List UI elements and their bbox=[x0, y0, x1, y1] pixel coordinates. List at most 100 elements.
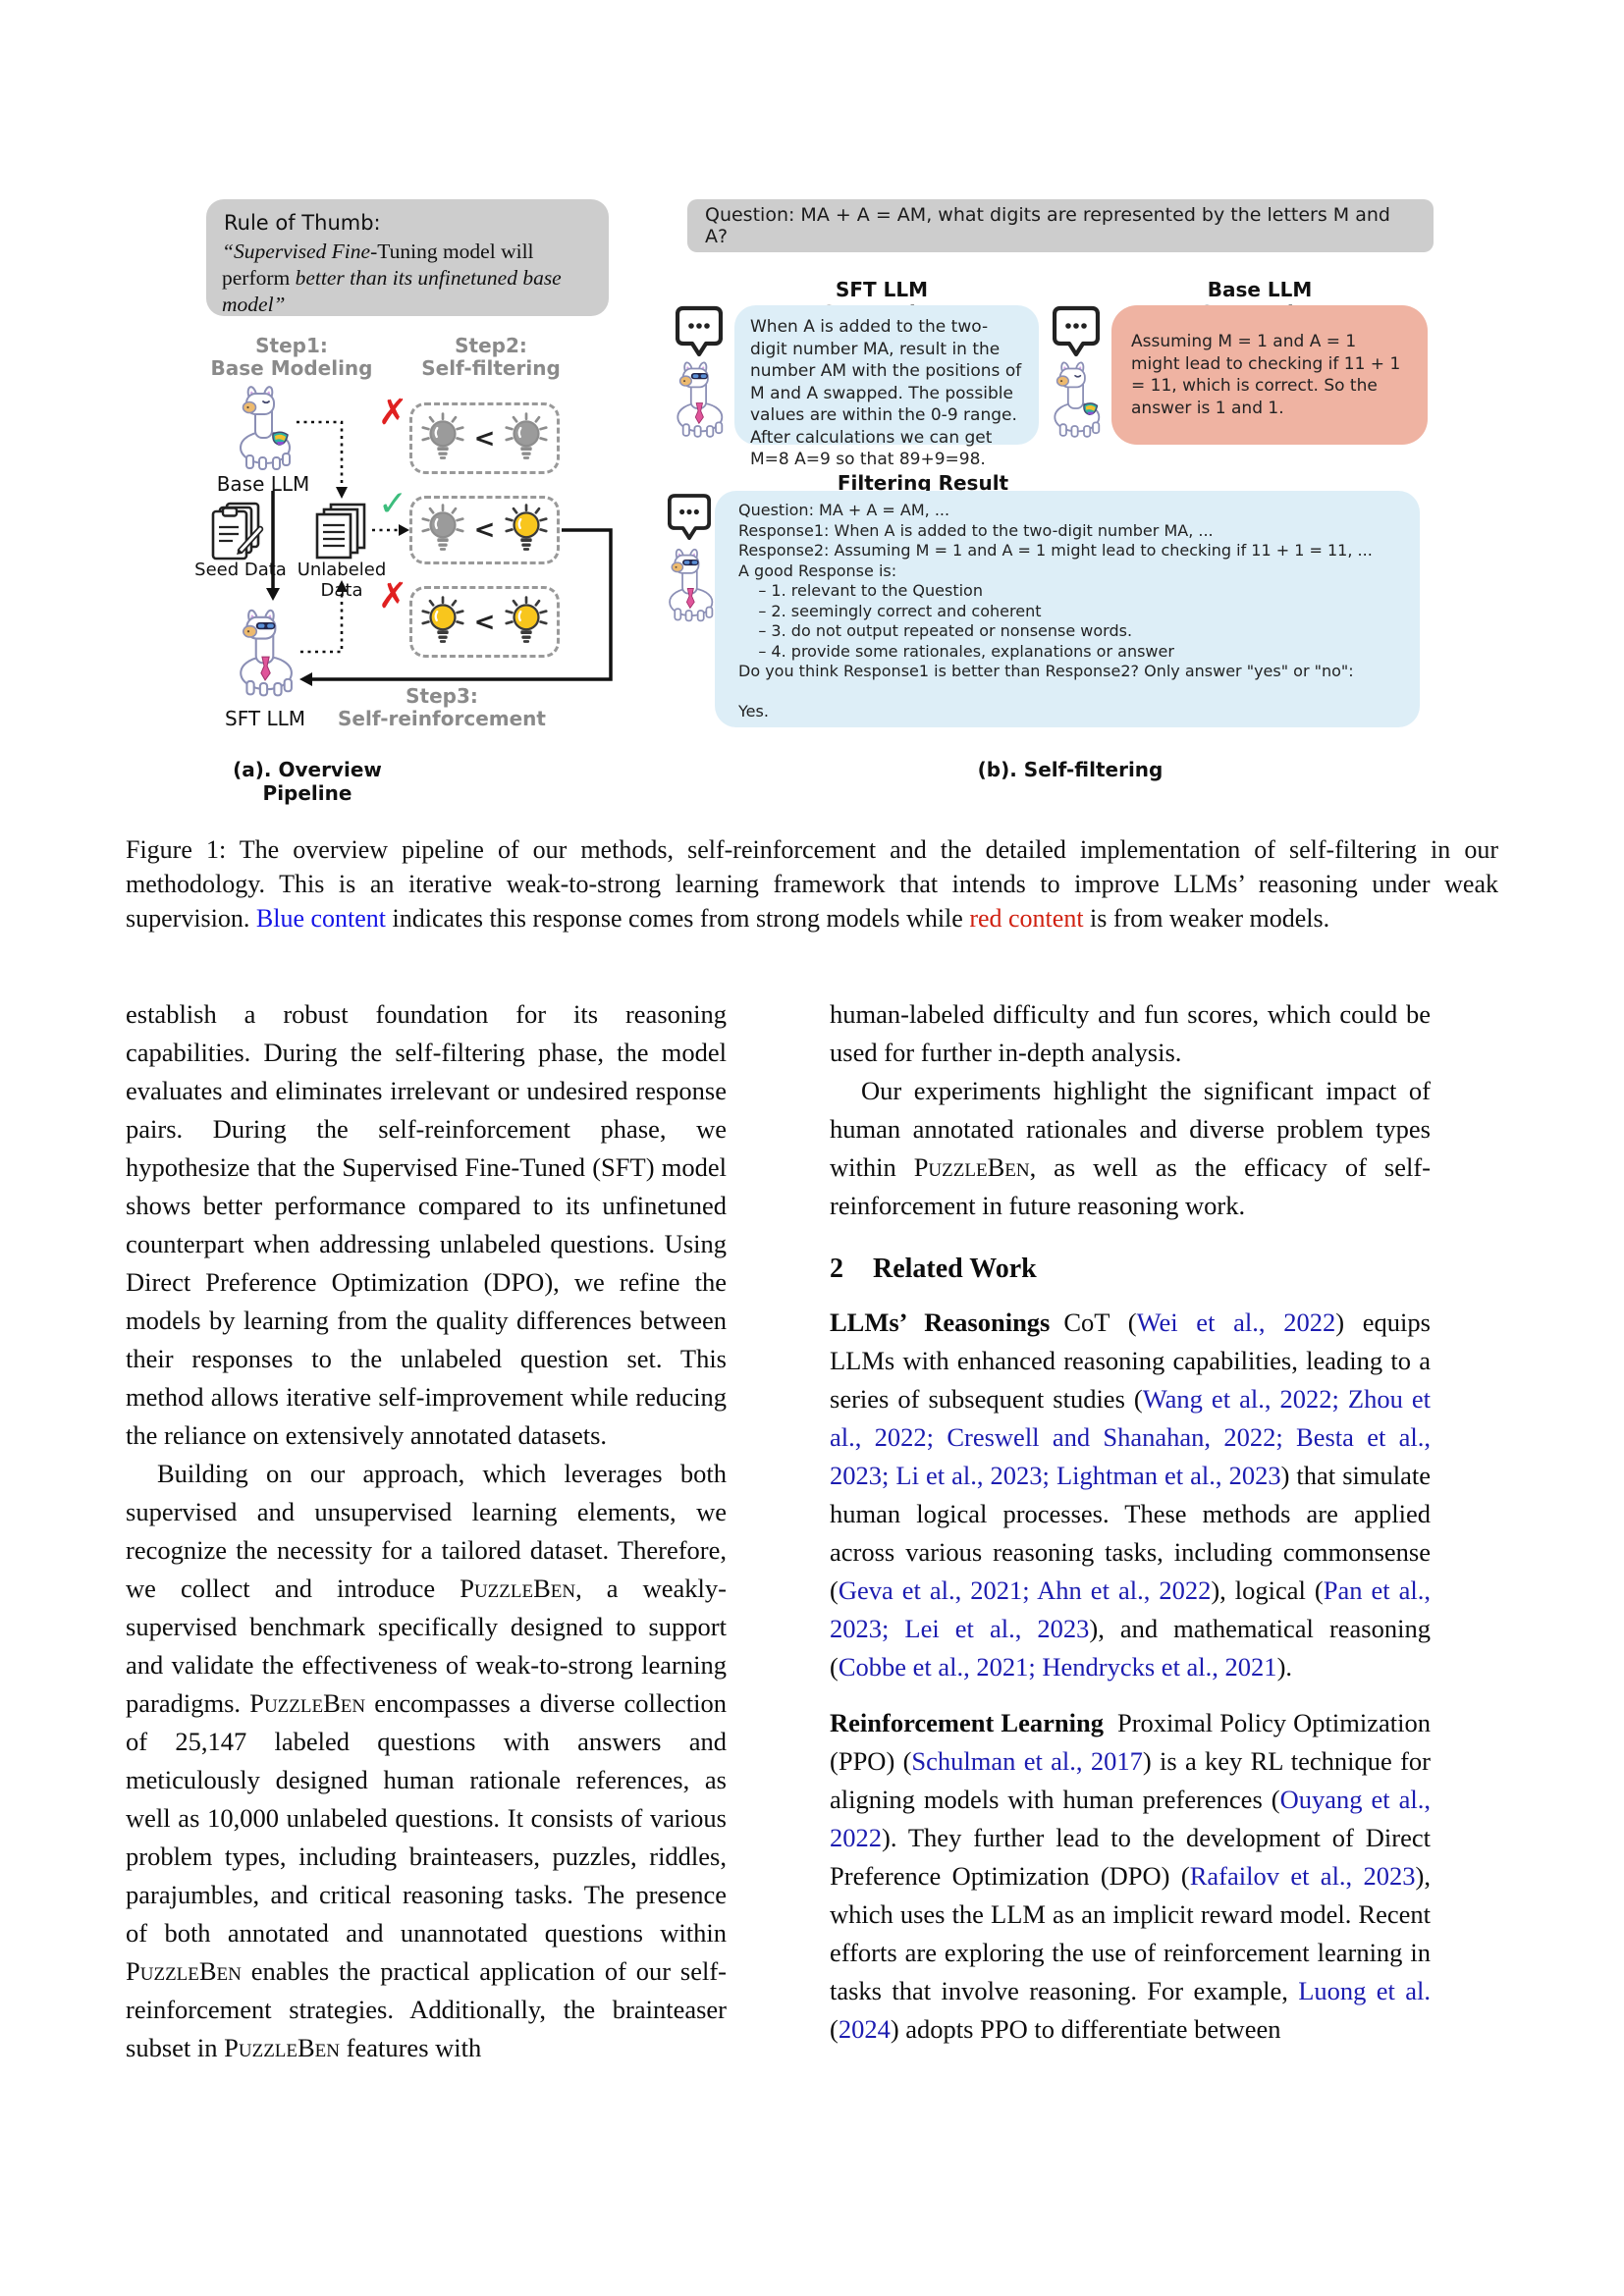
text-segment: ), which uses the LLM as an implicit rew… bbox=[830, 1861, 1431, 2005]
base-generation-bubble: Assuming M = 1 and A = 1 might lead to c… bbox=[1111, 305, 1428, 445]
text-segment: features with bbox=[340, 2033, 482, 2062]
citation-link[interactable]: Wang et al., 2022; Zhou et al., 2022; Cr… bbox=[830, 1384, 1431, 1490]
text-segment: Blue content bbox=[255, 904, 387, 933]
text-segment: PuzzleBen bbox=[460, 1574, 576, 1603]
section-heading-related-work: 2 Related Work bbox=[830, 1253, 1431, 1286]
rule-of-thumb-quote: “Supervised Fine-Tuning model will perfo… bbox=[222, 239, 593, 318]
citation-link[interactable]: 2024 bbox=[838, 2014, 891, 2044]
text-segment: Proximal Policy Optimization (PPO) ( bbox=[830, 1708, 1431, 1776]
step1-line1: Step1: bbox=[255, 334, 328, 357]
text-segment: PuzzleBen bbox=[913, 1152, 1030, 1182]
panel-b-caption: (b). Self-filtering bbox=[977, 758, 1164, 781]
comparison-box-3: < bbox=[409, 586, 560, 658]
filter-line bbox=[738, 682, 1396, 703]
citation-link[interactable]: Rafailov et al., 2023 bbox=[1189, 1861, 1416, 1891]
text-segment: CoT ( bbox=[1063, 1308, 1137, 1337]
unlabeled-data-icon bbox=[315, 503, 370, 561]
paragraph: establish a robust foundation for its re… bbox=[126, 995, 727, 1455]
cross-mark-icon: ✗ bbox=[378, 576, 408, 616]
text-segment: red content bbox=[969, 904, 1084, 933]
text-segment: -Tuning model will perform bbox=[222, 240, 534, 290]
question-bar: Question: MA + A = AM, what digits are r… bbox=[687, 199, 1434, 252]
text-segment: “Supervised Fine bbox=[222, 240, 371, 263]
step2-line2: Self-filtering bbox=[421, 356, 561, 380]
citation-link[interactable]: Luong et al. bbox=[1298, 1976, 1431, 2005]
base-generation-text: Assuming M = 1 and A = 1 might lead to c… bbox=[1131, 332, 1401, 418]
text-segment: enables the practical application of our… bbox=[126, 1956, 727, 2062]
text-segment: ). They further lead to the development … bbox=[830, 1823, 1431, 1891]
text-segment: Reinforcement Learning bbox=[830, 1708, 1104, 1737]
speech-dots-icon bbox=[676, 305, 723, 358]
speech-dots-icon bbox=[668, 493, 711, 542]
paragraph: LLMs’ Reasonings CoT (Wei et al., 2022) e… bbox=[830, 1304, 1431, 1686]
base-llm-llama-icon bbox=[234, 385, 293, 471]
less-than-sign: < bbox=[473, 607, 496, 637]
step1-label: Step1: Base Modeling bbox=[203, 335, 380, 380]
check-mark-icon: ✓ bbox=[378, 484, 408, 524]
seed-data-icon bbox=[211, 502, 272, 562]
sft-generation-bubble: When A is added to the two-digit number … bbox=[734, 305, 1039, 469]
body-right-column: human-labeled difficulty and fun scores,… bbox=[830, 995, 1431, 2049]
text-segment: LLMs’ Reasonings bbox=[830, 1308, 1051, 1337]
lightbulb-gray-icon bbox=[420, 504, 465, 557]
sft-llm-label: SFT LLM bbox=[225, 707, 305, 730]
text-segment: Figure 1: The overview pipeline of our m… bbox=[126, 835, 1498, 933]
text-segment: Our experiments highlight the significan… bbox=[830, 1076, 1431, 1182]
text-segment: ) equips LLMs with enhanced reasoning ca… bbox=[830, 1308, 1431, 1414]
step2-label: Step2: Self-filtering bbox=[403, 335, 579, 380]
text-segment: Building on our approach, which leverage… bbox=[126, 1459, 727, 1603]
cross-mark-icon: ✗ bbox=[378, 393, 408, 433]
text-segment: ), and mathematical reasoning ( bbox=[830, 1614, 1431, 1682]
citation-link[interactable]: Schulman et al., 2017 bbox=[911, 1746, 1143, 1776]
text-segment: ), logical ( bbox=[1211, 1575, 1324, 1605]
less-than-sign: < bbox=[473, 423, 496, 454]
step3-line1: Step3: bbox=[406, 684, 478, 708]
step3-label: Step3: Self-reinforcement bbox=[324, 685, 560, 730]
text-segment: ) adopts PPO to differentiate between bbox=[890, 2014, 1281, 2044]
paragraph: Our experiments highlight the significan… bbox=[830, 1072, 1431, 1225]
step1-line2: Base Modeling bbox=[210, 356, 373, 380]
citation-link[interactable]: Pan et al., 2023; Lei et al., 2023 bbox=[830, 1575, 1431, 1643]
citation-link[interactable]: Geva et al., 2021; Ahn et al., 2022 bbox=[838, 1575, 1212, 1605]
text-segment: indicates this response comes from stron… bbox=[386, 904, 970, 933]
section-number: 2 bbox=[830, 1254, 843, 1284]
text-segment: ( bbox=[830, 2014, 839, 2044]
figure-caption: Figure 1: The overview pipeline of our m… bbox=[126, 832, 1498, 935]
lightbulb-yellow-icon bbox=[504, 596, 549, 649]
text-segment: better than its unfinetuned base model” bbox=[222, 266, 562, 316]
citation-link[interactable]: Ouyang et al., 2022 bbox=[830, 1785, 1432, 1852]
text-segment: ). bbox=[1276, 1652, 1293, 1682]
body-left-column: establish a robust foundation for its re… bbox=[126, 995, 727, 2067]
text-segment: human-labeled difficulty and fun scores,… bbox=[830, 999, 1431, 1067]
lightbulb-yellow-icon bbox=[420, 596, 465, 649]
filter-line: A good Response is: bbox=[738, 561, 897, 580]
text-segment: establish a robust foundation for its re… bbox=[126, 999, 727, 1450]
filter-line: – 3. do not output repeated or nonsense … bbox=[738, 621, 1133, 640]
rule-of-thumb-box: Rule of Thumb: “Supervised Fine-Tuning m… bbox=[206, 199, 609, 316]
sft-llm-llama-icon bbox=[672, 359, 725, 440]
text-segment: PuzzleBen bbox=[249, 1688, 366, 1718]
section-title: Related Work bbox=[873, 1254, 1037, 1284]
filter-line: Yes. bbox=[738, 702, 769, 721]
lightbulb-yellow-icon bbox=[504, 504, 549, 557]
text-segment: , as well as the efficacy of self-reinfo… bbox=[830, 1152, 1431, 1220]
citation-link[interactable]: Wei et al., 2022 bbox=[1136, 1308, 1336, 1337]
text-segment: encompasses a diverse collection of 25,1… bbox=[126, 1688, 728, 1948]
base-llm-llama-icon bbox=[1049, 359, 1102, 440]
step2-line1: Step2: bbox=[455, 334, 527, 357]
less-than-sign: < bbox=[473, 515, 496, 545]
paragraph: Building on our approach, which leverage… bbox=[126, 1455, 727, 2067]
text-segment: ) is a key RL technique for aligning mod… bbox=[830, 1746, 1431, 1814]
right-intro-paragraphs: human-labeled difficulty and fun scores,… bbox=[830, 995, 1431, 1225]
base-llm-label: Base LLM bbox=[216, 472, 310, 496]
related-work-paragraphs: LLMs’ Reasonings CoT (Wei et al., 2022) e… bbox=[830, 1304, 1431, 2049]
step3-line2: Self-reinforcement bbox=[338, 707, 546, 730]
filter-line: Response1: When A is added to the two-di… bbox=[738, 520, 1214, 540]
paragraph: human-labeled difficulty and fun scores,… bbox=[830, 995, 1431, 1072]
filter-line: Question: MA + A = AM, ... bbox=[738, 501, 950, 519]
citation-link[interactable]: Cobbe et al., 2021; Hendrycks et al., 20… bbox=[838, 1652, 1277, 1682]
rule-of-thumb-title: Rule of Thumb: bbox=[224, 211, 381, 235]
filter-line: – 1. relevant to the Question bbox=[738, 581, 983, 600]
